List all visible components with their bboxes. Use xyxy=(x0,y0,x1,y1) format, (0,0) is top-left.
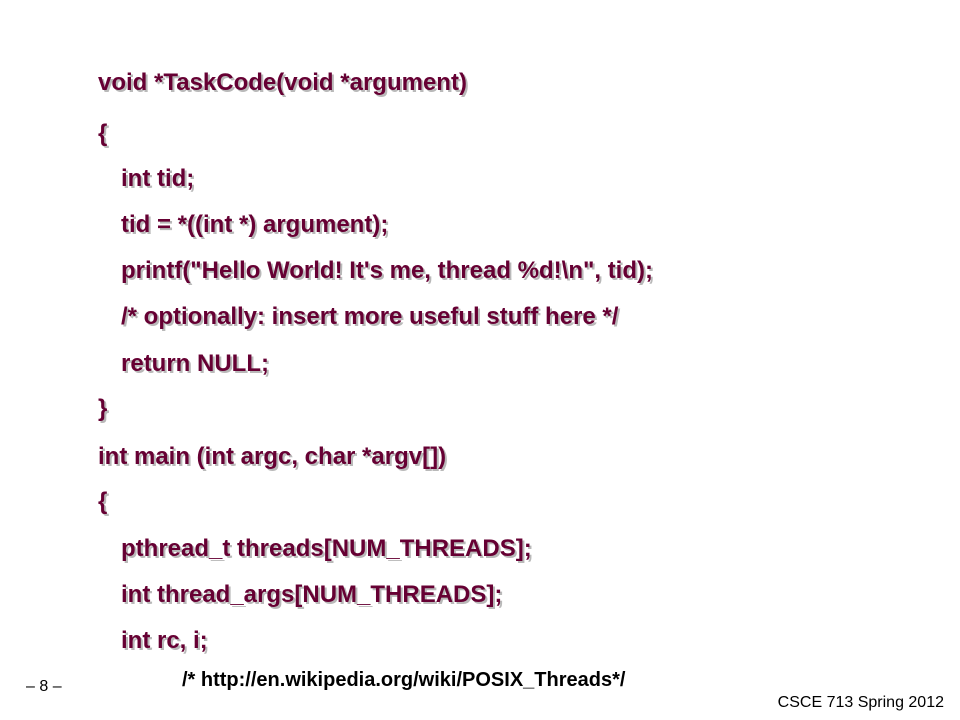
code-line-main-signature: int main (int argc, char *argv[]) xyxy=(98,443,447,470)
code-line-rc-i-decl: int rc, i; xyxy=(121,627,208,654)
course-label: CSCE 713 Spring 2012 xyxy=(777,694,944,711)
code-line-optional-comment: /* optionally: insert more useful stuff … xyxy=(121,303,619,330)
source-url-comment: /* http://en.wikipedia.org/wiki/POSIX_Th… xyxy=(182,669,626,691)
code-line-thread-args-decl: int thread_args[NUM_THREADS]; xyxy=(121,581,503,608)
code-line-main-open-brace: { xyxy=(98,488,108,515)
code-line-threads-decl: pthread_t threads[NUM_THREADS]; xyxy=(121,535,532,562)
code-line-close-brace: } xyxy=(98,395,108,422)
page-number: – 8 – xyxy=(26,678,62,695)
code-line-return-null: return NULL; xyxy=(121,350,269,377)
code-line-printf: printf("Hello World! It's me, thread %d!… xyxy=(121,257,653,284)
code-line-open-brace: { xyxy=(98,120,108,147)
code-line-tid-assign: tid = *((int *) argument); xyxy=(121,211,389,238)
code-line-taskcode-signature: void *TaskCode(void *argument) xyxy=(98,69,467,96)
code-line-int-tid: int tid; xyxy=(121,165,195,192)
